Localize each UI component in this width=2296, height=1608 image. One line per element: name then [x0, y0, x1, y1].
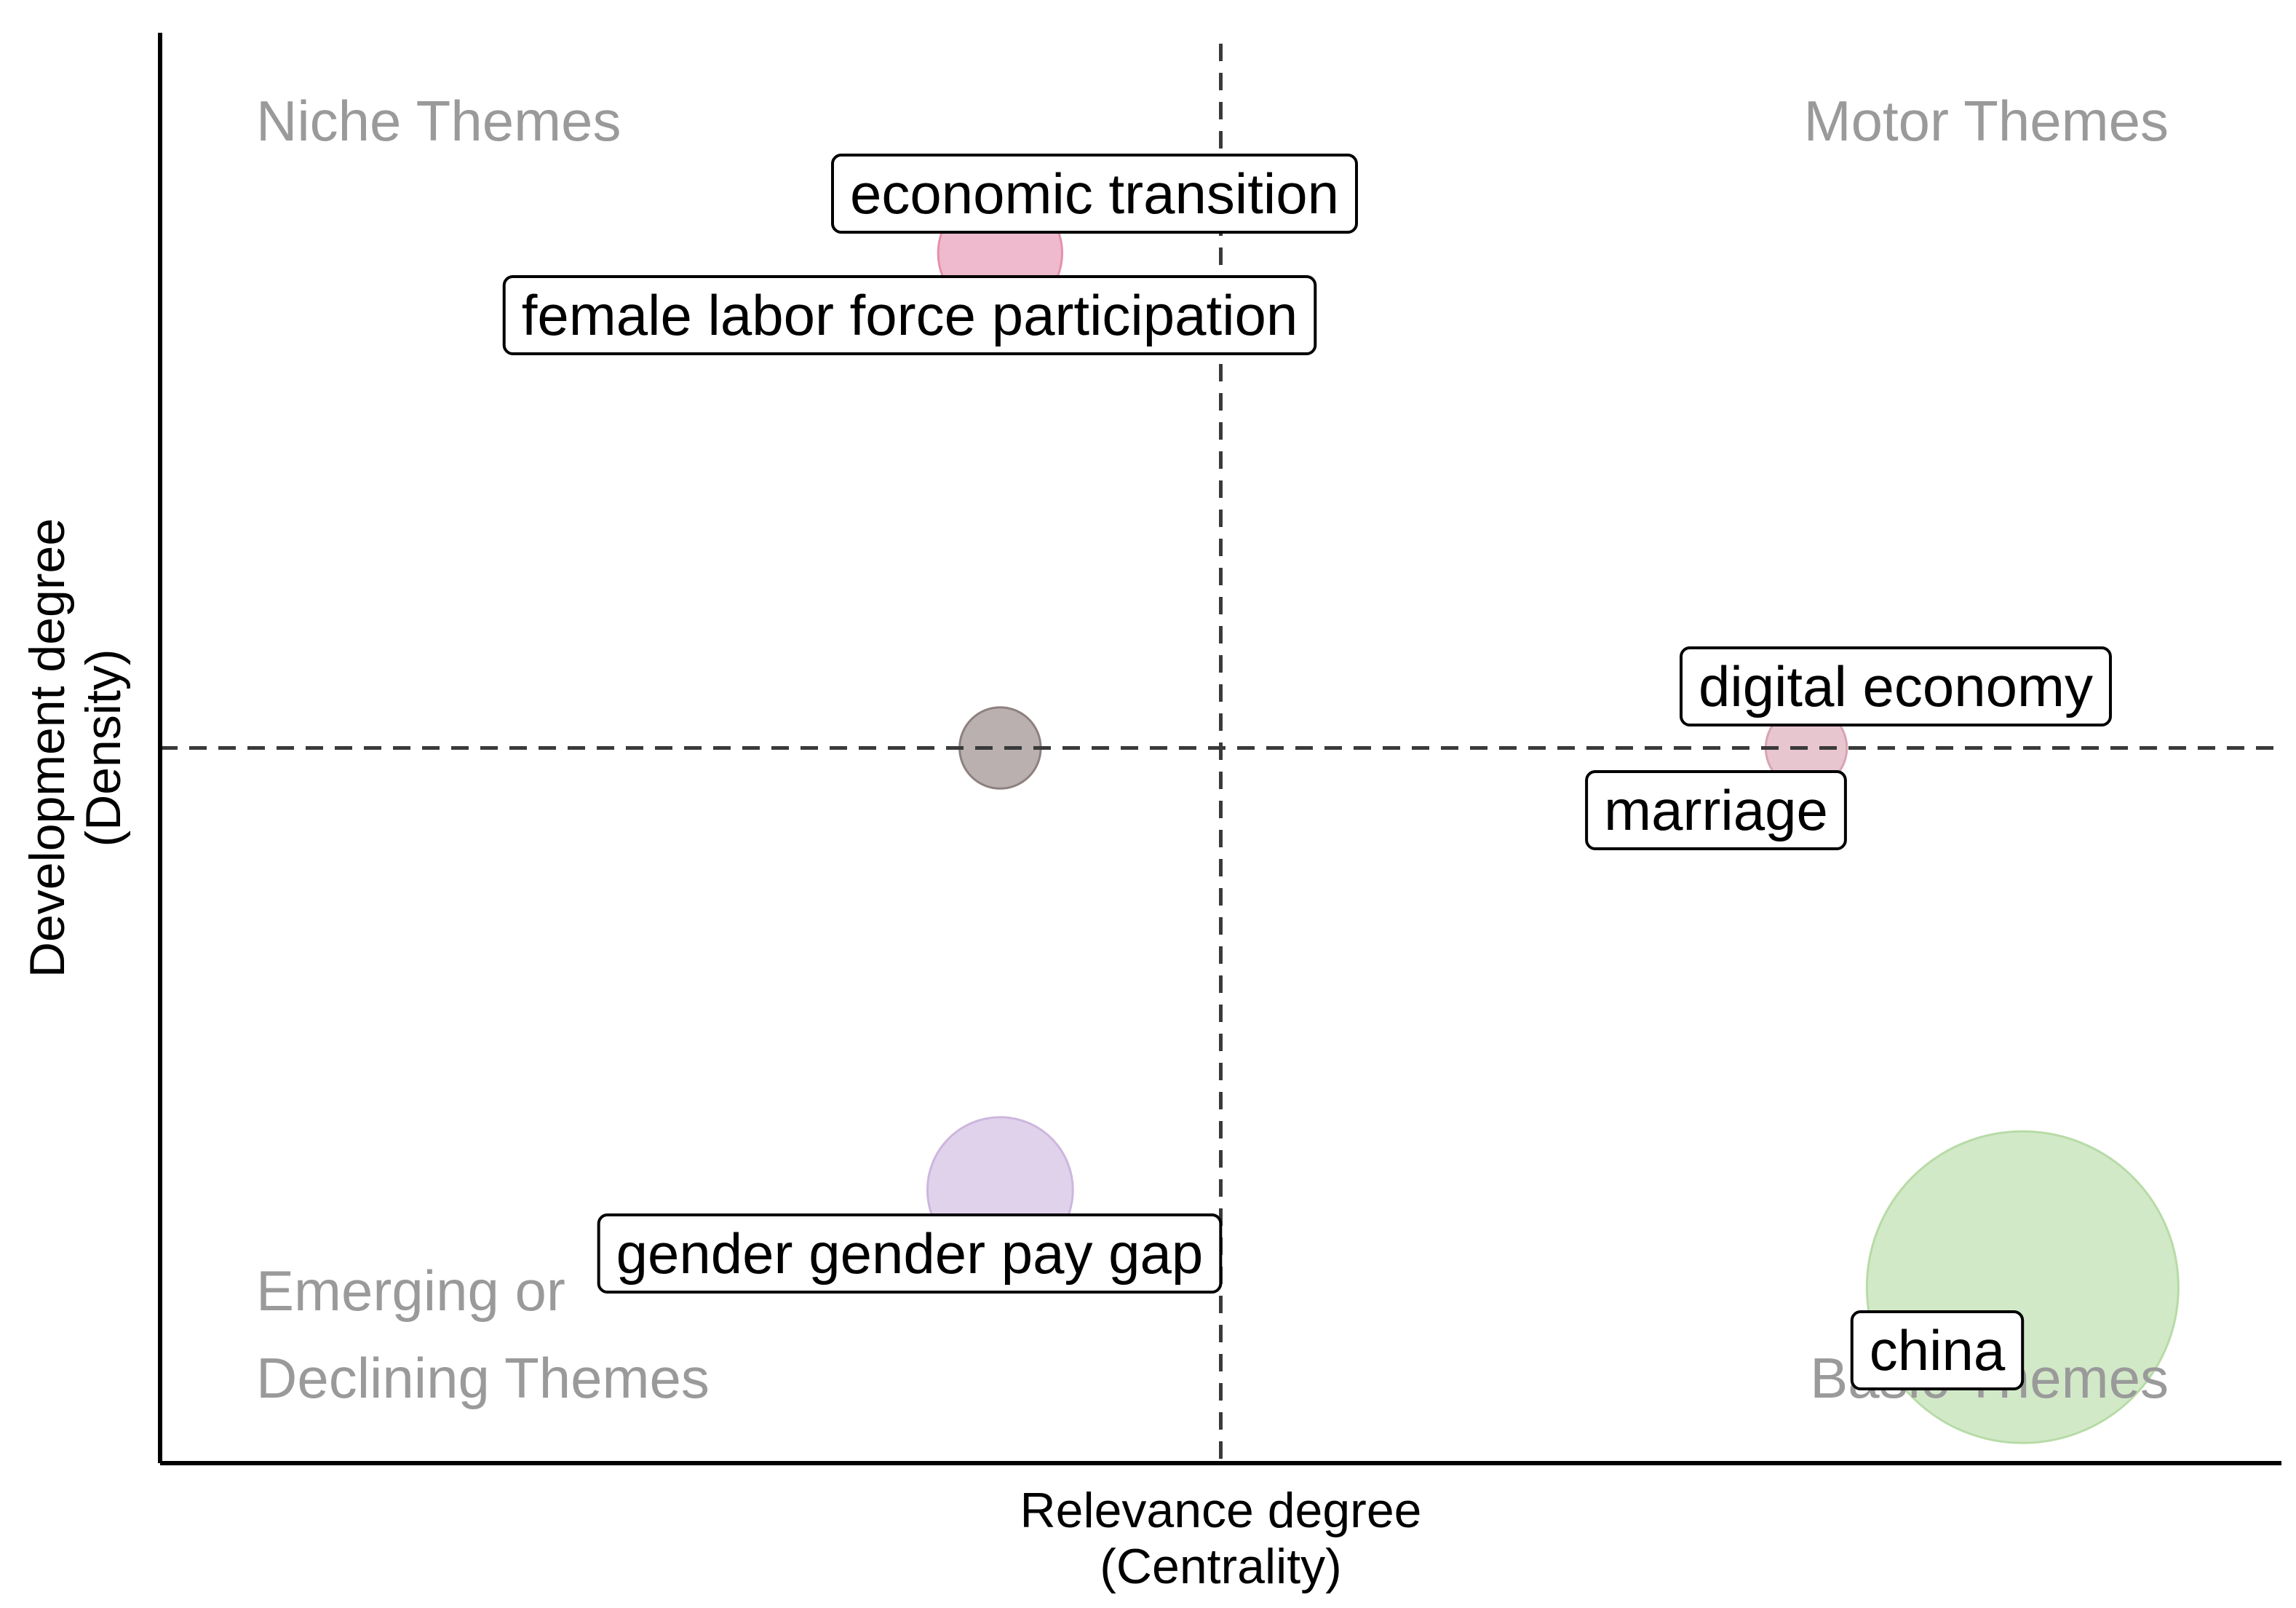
point-label-box — [831, 154, 1358, 234]
point-label-box — [1585, 770, 1847, 850]
point-label-box — [1850, 1310, 2025, 1390]
point-label-box — [502, 275, 1317, 355]
point-label: digital economy — [1680, 646, 2112, 726]
point-label: china — [1850, 1310, 2025, 1390]
y-axis-label: Development degree — [20, 518, 75, 978]
bubble-point — [958, 706, 1042, 790]
point-label-text: china — [1870, 1318, 2006, 1382]
point-label: marriage — [1585, 770, 1847, 850]
quadrant-label-emerging: Emerging or — [256, 1259, 565, 1323]
quadrant-label-declining-themes: Declining Themes — [256, 1346, 710, 1410]
point-label: economic transition — [831, 154, 1358, 234]
x-axis-label: Relevance degree — [1020, 1483, 1422, 1538]
point-label-box — [597, 1213, 1223, 1294]
x-axis-sublabel: (Centrality) — [1100, 1539, 1342, 1594]
quadrant-label-motor-themes: Motor Themes — [1804, 89, 2169, 153]
point-label-text: marriage — [1604, 778, 1828, 842]
quadrant-label-niche-themes: Niche Themes — [256, 89, 621, 153]
point-label-box — [1680, 646, 2112, 726]
point-label: gender gender pay gap — [597, 1213, 1223, 1294]
point-label-text: economic transition — [850, 162, 1339, 226]
point-label-text: digital economy — [1699, 654, 2093, 718]
y-axis-sublabel: (Density) — [76, 649, 131, 847]
point-label-text: gender gender pay gap — [616, 1221, 1204, 1286]
point-label-text: female labor force participation — [522, 283, 1298, 347]
point-label: female labor force participation — [502, 275, 1317, 355]
